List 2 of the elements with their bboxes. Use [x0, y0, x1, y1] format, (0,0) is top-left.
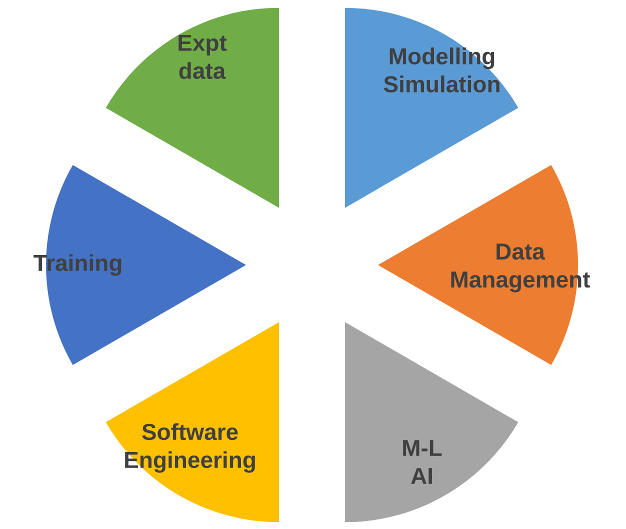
pie-sector: Expt data [106, 8, 279, 208]
pie-sector: M-L AI [345, 322, 518, 522]
